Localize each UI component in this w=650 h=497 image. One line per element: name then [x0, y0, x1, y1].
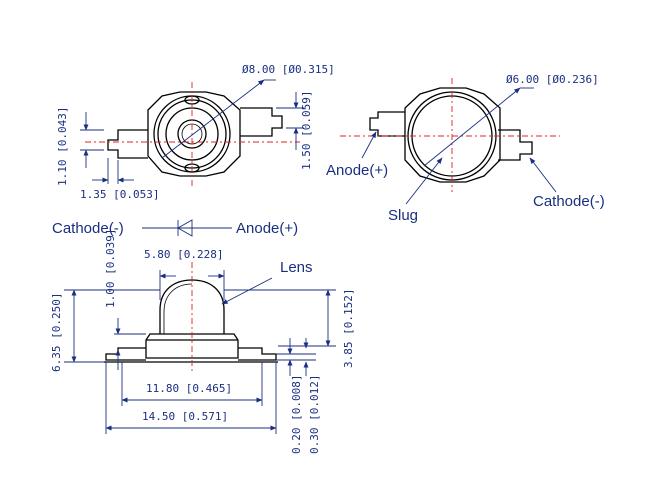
lead-offset-dim: 1.35 [0.053]: [80, 188, 159, 201]
body-width-dim: 11.80 [0.465]: [146, 382, 232, 395]
side-view: 5.80 [0.228] Lens 1.00 [0.039] 6.35 [0.2…: [50, 229, 355, 454]
lead-thickness-a-dim: 0.20 [0.008]: [290, 375, 303, 454]
lens-offset-dim: 1.00 [0.039]: [104, 229, 117, 308]
top-left-view: Ø8.00 [Ø0.315] 1.10 [0.043] 1.35 [0.053]…: [56, 63, 335, 201]
side-left-lead: [105, 347, 146, 361]
right-lead: [240, 107, 283, 137]
diode-triangle: [177, 219, 193, 237]
outer-diameter-dim: Ø8.00 [Ø0.315]: [242, 63, 335, 76]
lead-height-dim: 1.10 [0.043]: [56, 107, 69, 186]
polarity-cathode-label: Cathode(-): [52, 220, 124, 237]
polarity-anode-label: Anode(+): [236, 220, 298, 237]
total-width-dim: 14.50 [0.571]: [142, 410, 228, 423]
body-outline: [147, 91, 241, 177]
anode-label: Anode(+): [326, 162, 388, 179]
polarity-symbol: Cathode(-) Anode(+): [52, 219, 298, 237]
cathode-label: Cathode(-): [533, 193, 605, 210]
anode-lead: [369, 111, 405, 137]
slug-diameter-dim: Ø6.00 [Ø0.236]: [506, 73, 599, 86]
total-height-dim: 6.35 [0.250]: [50, 293, 63, 372]
body-outline: [404, 87, 501, 183]
cathode-lead: [498, 129, 533, 161]
lens-height-dim: 3.85 [0.152]: [342, 289, 355, 368]
body-offset-dim: 1.50 [0.059]: [300, 91, 313, 170]
top-right-view: Ø6.00 [Ø0.236] Anode(+) Slug Cathode(-): [326, 73, 605, 224]
lens-width-dim: 5.80 [0.228]: [144, 248, 223, 261]
lead-thickness-b-dim: 0.30 [0.012]: [308, 375, 321, 454]
slug-label: Slug: [388, 207, 418, 224]
lens-label: Lens: [280, 259, 313, 276]
left-lead: [107, 129, 148, 159]
side-right-lead: [238, 347, 277, 361]
lens-ring: [165, 107, 219, 161]
